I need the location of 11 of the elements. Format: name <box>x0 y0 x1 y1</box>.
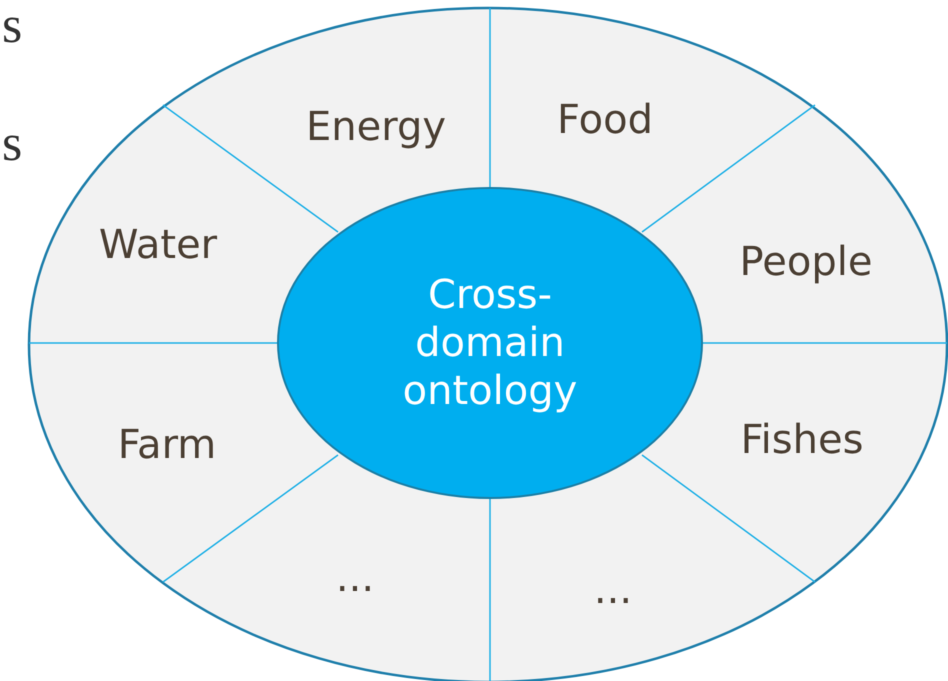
sector-label: Food <box>557 98 653 142</box>
sector-label: Fishes <box>740 418 864 462</box>
sector-label: Energy <box>306 105 446 149</box>
sector-label: Farm <box>118 423 216 467</box>
center-label: Cross-domain ontology <box>402 271 578 415</box>
text-fragment: s <box>2 0 22 52</box>
text-fragment: s <box>2 118 22 170</box>
sector-label: ... <box>594 568 632 612</box>
sector-label: ... <box>336 556 374 600</box>
sector-label: Water <box>98 223 218 267</box>
sector-label: People <box>740 240 872 284</box>
